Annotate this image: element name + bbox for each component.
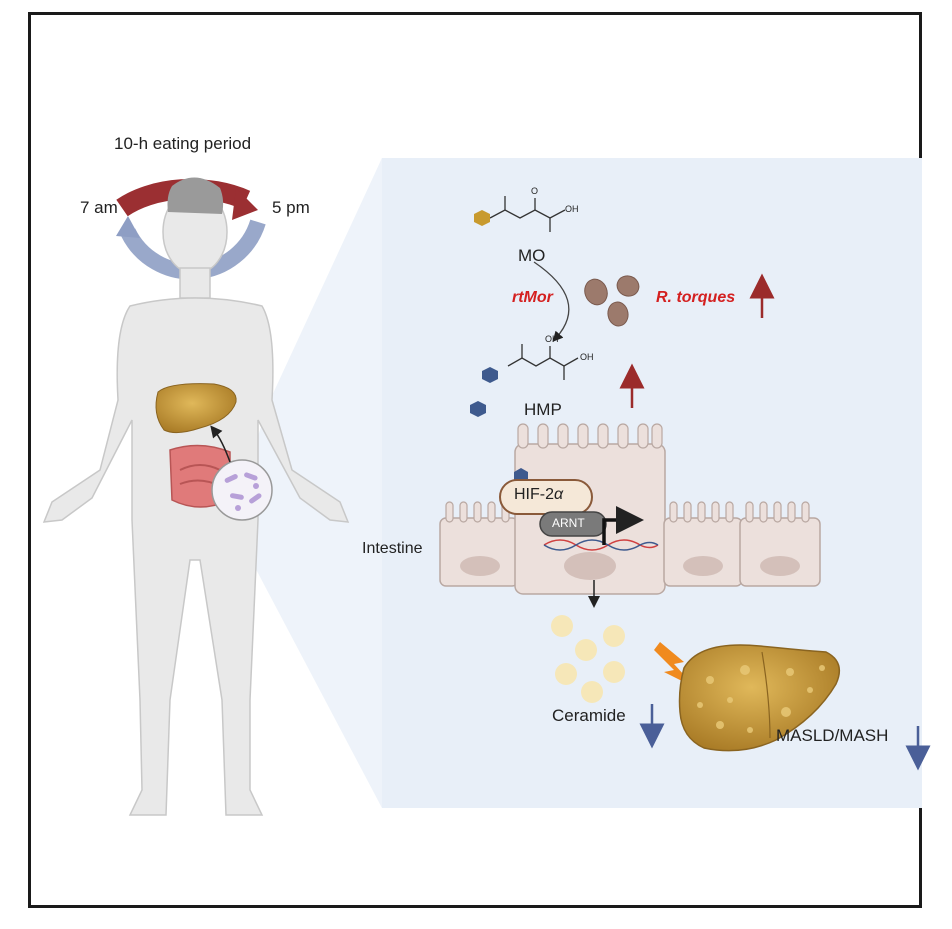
reaction-arrow	[533, 261, 570, 342]
liver-lobe-line	[761, 651, 771, 739]
liver-fat-dots	[697, 665, 825, 733]
hmp-label: HMP	[524, 400, 562, 419]
arnt-pill	[539, 511, 607, 537]
r-torques-bacteria	[584, 275, 640, 327]
mo-ketone-o: O	[531, 186, 539, 196]
lightning-bolt	[654, 642, 696, 688]
mo-oh-label: OH	[565, 204, 579, 214]
intestine-label: Intestine	[362, 540, 423, 557]
microvilli	[445, 423, 810, 523]
dna-helix	[543, 539, 659, 551]
hmp-hexagon-1	[482, 367, 498, 383]
hmp-acid-oh-label: OH	[580, 352, 594, 362]
gut-liver-arrow	[210, 425, 231, 463]
mo-label: MO	[518, 246, 546, 265]
hif2a-label: HIF-2α	[514, 486, 563, 504]
cell-nuclei	[460, 552, 800, 580]
mo-structure	[489, 196, 566, 232]
ceramide-droplets	[551, 615, 625, 703]
fasting-arc-blue-head	[116, 216, 140, 238]
microbiome-circle	[211, 459, 273, 521]
hair	[167, 177, 224, 214]
hif2a-name: HIF-2	[514, 486, 554, 503]
hmp-hydroxyl-label: OH	[545, 334, 559, 344]
eating-arc-red-head	[232, 188, 258, 220]
ceramide-label: Ceramide	[552, 706, 626, 725]
arnt-label: ARNT	[552, 516, 585, 530]
bacterium-label: R. torques	[656, 289, 736, 306]
hmp-structure	[507, 344, 579, 380]
liver-small	[155, 383, 237, 434]
hmp-hexagon-2	[470, 401, 486, 417]
hif2a-greek: α	[554, 486, 564, 503]
masld-label: MASLD/MASH	[776, 726, 889, 745]
eating-period-title: 10-h eating period	[114, 134, 252, 153]
mo-hexagon	[474, 210, 490, 226]
eating-end-label: 5 pm	[272, 198, 310, 217]
eating-start-label: 7 am	[80, 198, 118, 217]
enzyme-label: rtMor	[512, 289, 553, 306]
bacteria-cluster	[224, 472, 262, 511]
transcription-start-arrow	[602, 506, 644, 545]
